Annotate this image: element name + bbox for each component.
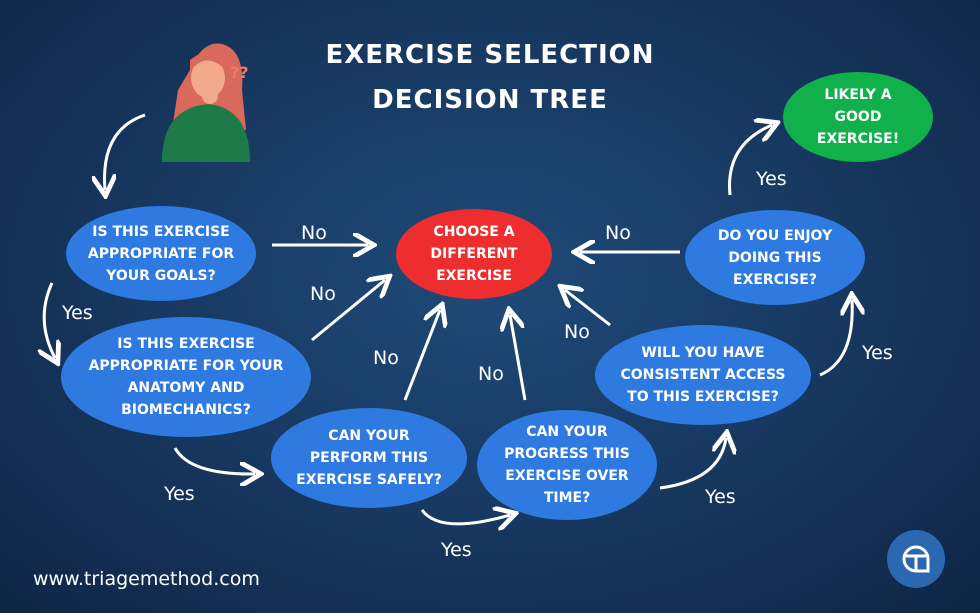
node-progress: CAN YOUR PROGRESS THIS EXERCISE OVER TIM… [477,410,657,520]
label-no-anatomy: No [310,283,336,305]
triage-method-logo [887,530,945,588]
label-yes-goals: Yes [62,302,93,324]
label-yes-enjoy: Yes [756,168,787,190]
label-no-progress: No [478,363,504,385]
label-no-enjoy: No [605,222,631,244]
node-enjoy: DO YOU ENJOY DOING THIS EXERCISE? [685,210,865,305]
title-line-2: DECISION TREE [372,85,608,115]
website-url: www.triagemethod.com [33,568,260,590]
label-yes-progress: Yes [705,486,736,508]
svg-text:??: ?? [230,63,249,82]
node-safely: CAN YOUR PERFORM THIS EXERCISE SAFELY? [271,408,467,508]
label-no-goals: No [301,222,327,244]
label-no-access: No [564,321,590,343]
title-line-1: EXERCISE SELECTION [325,40,655,70]
label-yes-safely: Yes [441,539,472,561]
node-anatomy: IS THIS EXERCISE APPROPRIATE FOR YOUR AN… [61,317,311,437]
node-access: WILL YOU HAVE CONSISTENT ACCESS TO THIS … [595,325,811,425]
label-yes-access: Yes [862,342,893,364]
confused-woman-illustration: ?? [162,43,250,162]
label-no-safely: No [373,347,399,369]
label-yes-anatomy: Yes [164,483,195,505]
node-choose-different: CHOOSE A DIFFERENT EXERCISE [396,209,552,299]
node-good-exercise: LIKELY A GOOD EXERCISE! [783,72,933,162]
node-goals: IS THIS EXERCISE APPROPRIATE FOR YOUR GO… [66,206,256,301]
